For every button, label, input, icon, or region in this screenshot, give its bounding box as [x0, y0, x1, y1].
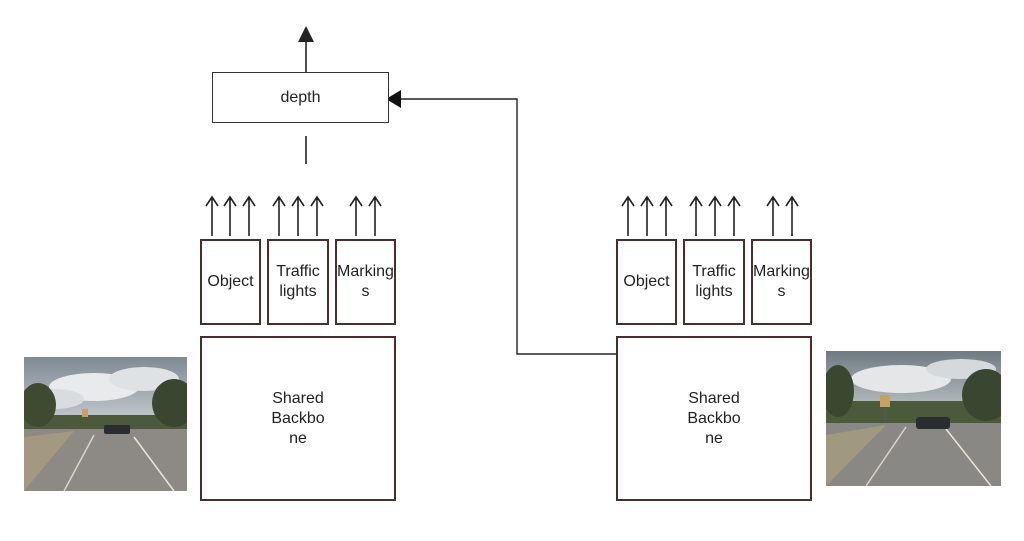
- left-head-object-label: Object: [207, 273, 254, 290]
- right-to-depth-connector: [396, 98, 617, 355]
- right-head-object-label: Object: [623, 273, 670, 290]
- left-head-traffic-lights-label: Traffic lights: [276, 263, 320, 300]
- left-head-arrows: [205, 195, 382, 236]
- right-shared-backbone: Shared Backbo ne: [616, 336, 812, 501]
- left-head-object: Object: [200, 239, 261, 325]
- right-head-arrows: [621, 195, 799, 236]
- right-head-object: Object: [616, 239, 677, 325]
- left-shared-backbone: Shared Backbo ne: [200, 336, 396, 501]
- right-head-markings: Marking s: [751, 239, 812, 325]
- right-head-traffic-lights: Traffic lights: [683, 239, 745, 325]
- depth-box: depth: [212, 72, 389, 123]
- right-head-markings-label: Marking s: [753, 263, 810, 300]
- left-head-traffic-lights: Traffic lights: [267, 239, 329, 325]
- depth-label: depth: [280, 88, 321, 106]
- road-scene-right-image: [826, 351, 1001, 486]
- left-head-markings-label: Marking s: [337, 263, 394, 300]
- left-shared-backbone-label: Shared Backbo ne: [271, 389, 325, 447]
- road-scene-left-image: [24, 357, 187, 491]
- right-shared-backbone-label: Shared Backbo ne: [687, 389, 741, 447]
- right-head-traffic-lights-label: Traffic lights: [692, 263, 736, 300]
- depth-input-arrowhead: [386, 90, 401, 108]
- left-head-markings: Marking s: [335, 239, 396, 325]
